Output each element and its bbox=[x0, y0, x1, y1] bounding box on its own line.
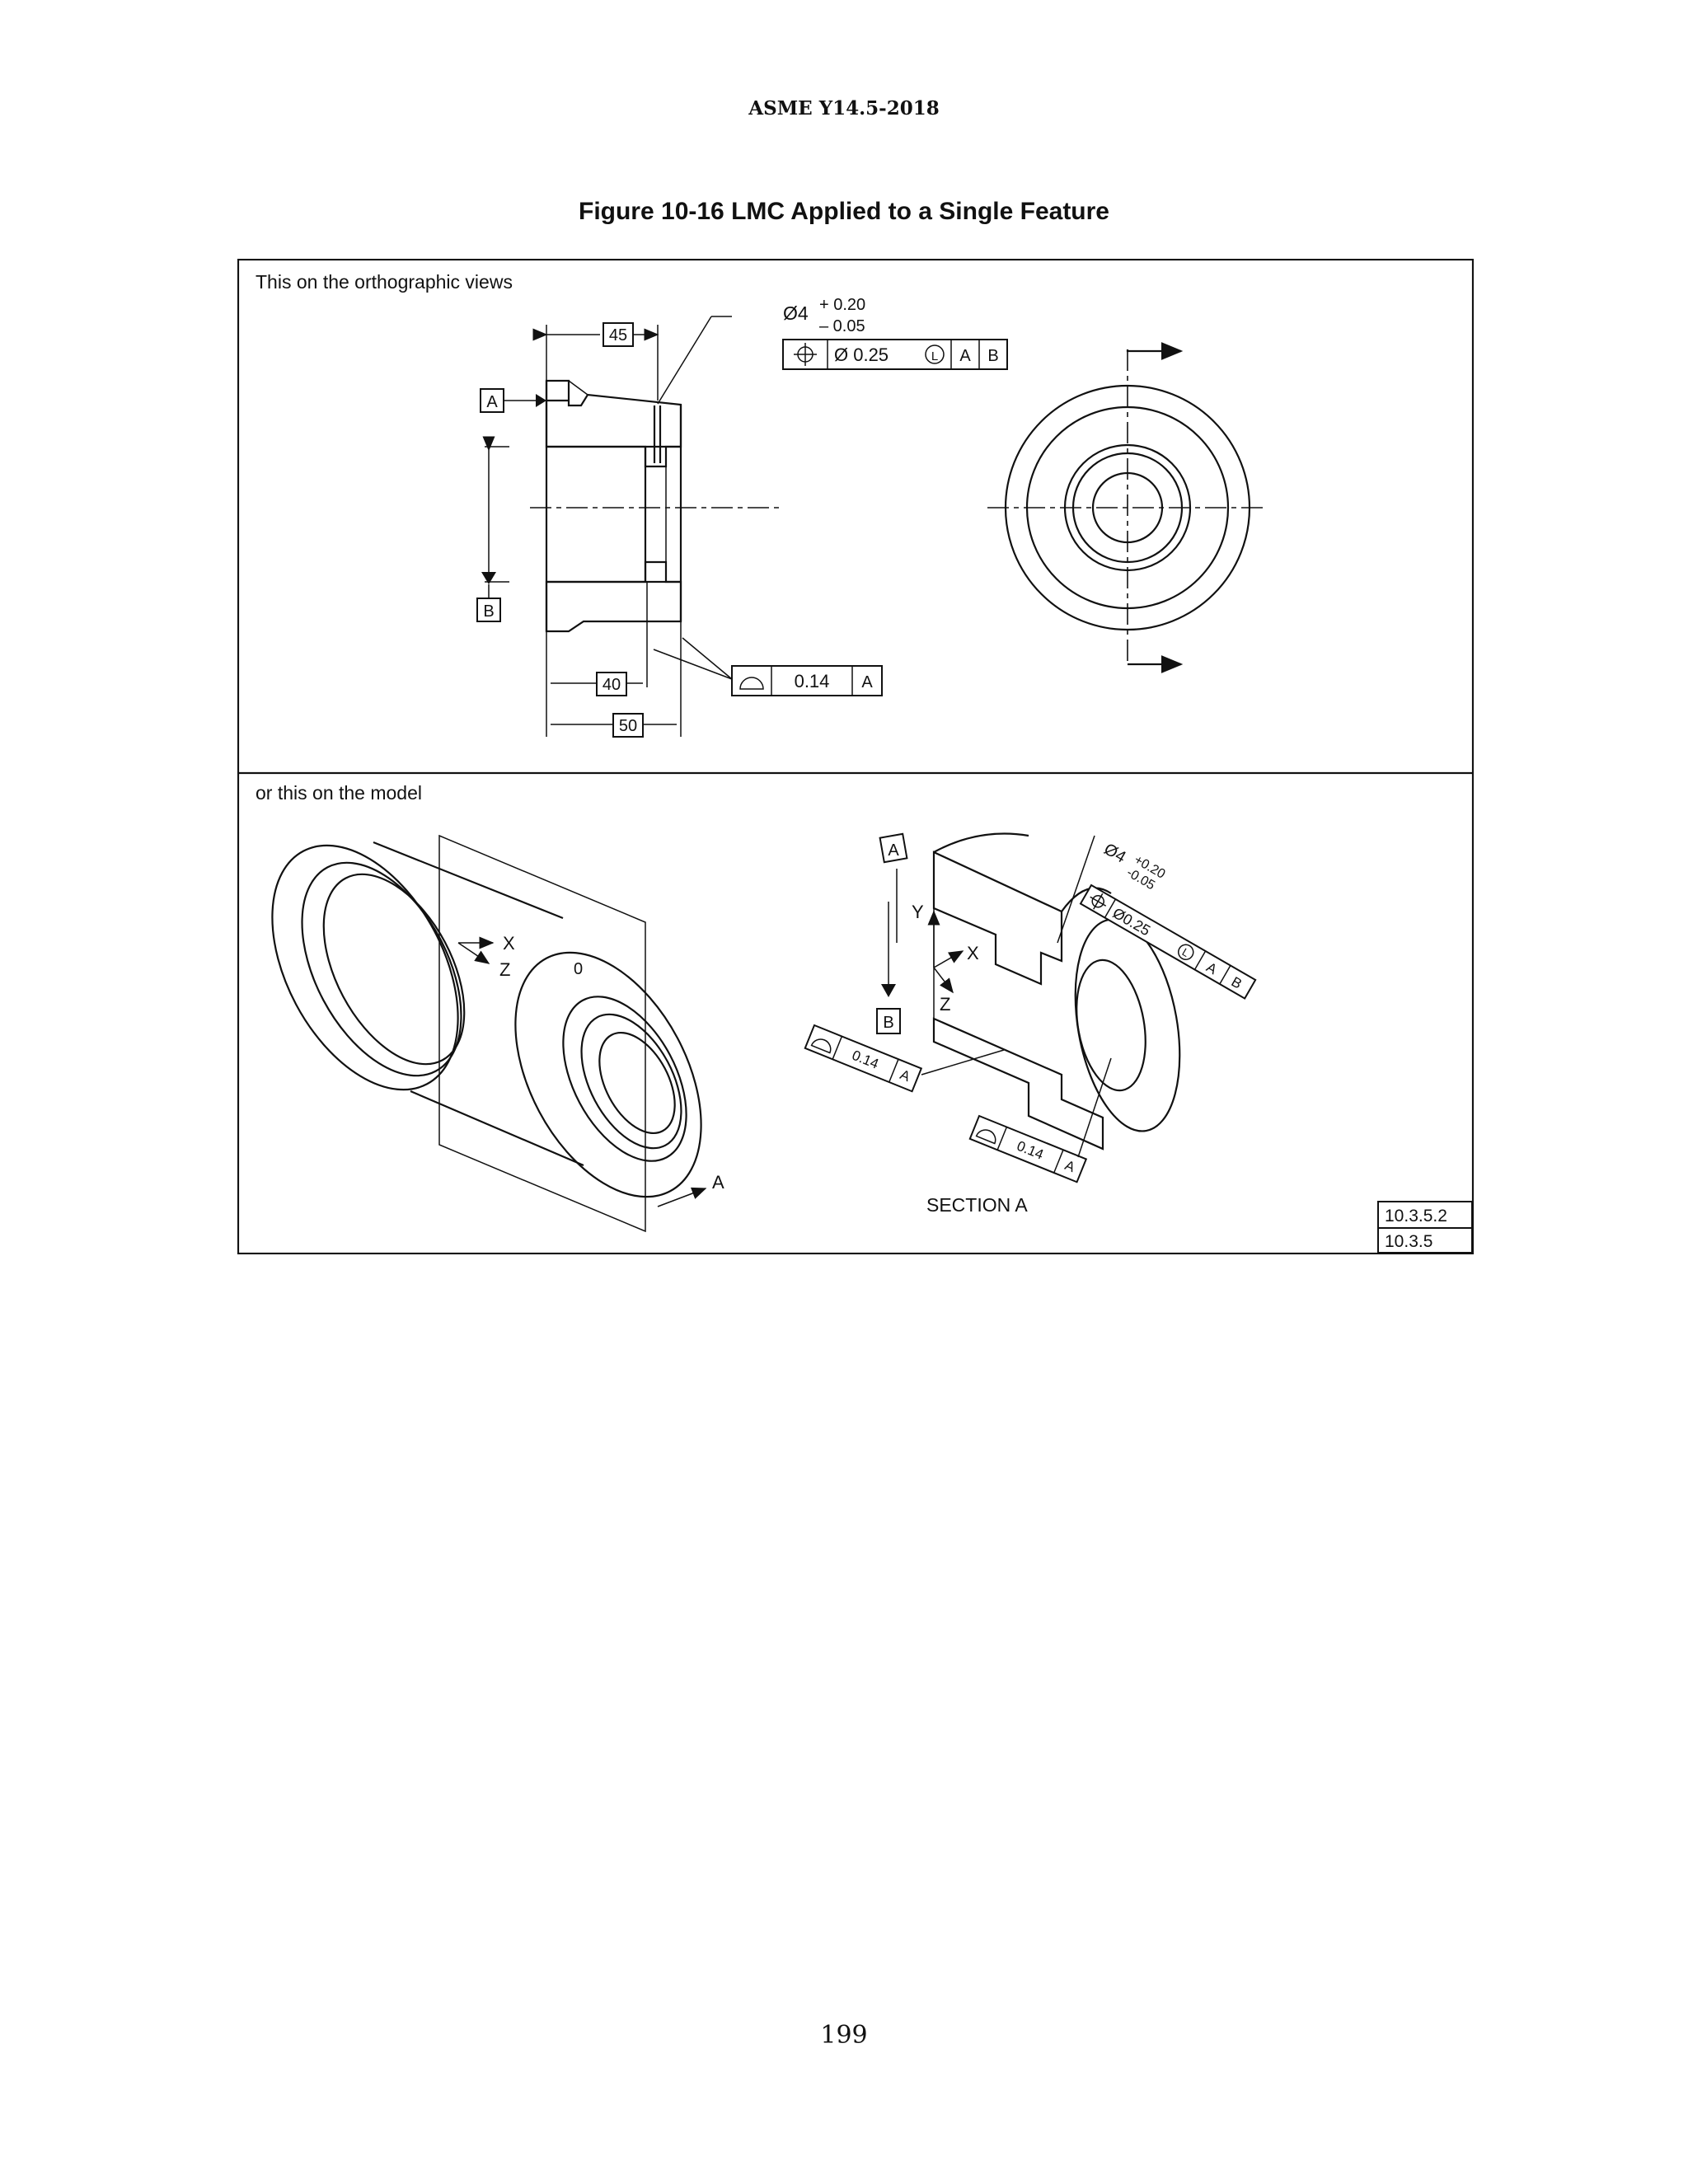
figure-title: Figure 10-16 LMC Applied to a Single Fea… bbox=[579, 198, 1109, 225]
figure-drawing: This on the orthographic views or this o… bbox=[237, 259, 1474, 1254]
section-datum-b: B bbox=[883, 1014, 893, 1032]
section-a-model: Y X Z A B Ø4 +0.20 -0.05 Ø0.25 L bbox=[804, 832, 1257, 1216]
iso-hole-mark: 0 bbox=[574, 960, 583, 978]
page-number: 199 bbox=[820, 2021, 868, 2050]
reference-2: 10.3.5 bbox=[1385, 1232, 1432, 1251]
bottom-panel-label: or this on the model bbox=[256, 782, 422, 804]
fcf-position-ortho-datum1: A bbox=[959, 347, 971, 365]
hole-callout-ortho: Ø4 + 0.20 – 0.05 bbox=[657, 296, 865, 405]
section-a-label: SECTION A bbox=[926, 1194, 1028, 1216]
section-axis-z: Z bbox=[940, 994, 950, 1015]
fcf-position-ortho: Ø 0.25 L A B bbox=[782, 339, 1008, 370]
iso-axis-x: X bbox=[503, 933, 515, 954]
section-arrow-label: A bbox=[712, 1172, 724, 1193]
dim-45-label: 45 bbox=[609, 326, 627, 344]
isometric-model: X Z 0 A bbox=[271, 834, 724, 1233]
datum-b-ortho: B bbox=[476, 436, 509, 622]
reference-1: 10.3.5.2 bbox=[1385, 1207, 1447, 1226]
fcf-position-ortho-tol: Ø 0.25 bbox=[834, 344, 889, 365]
fcf-position-ortho-datum2: B bbox=[987, 347, 998, 365]
dim-50-label: 50 bbox=[619, 717, 637, 735]
datum-a-ortho-label: A bbox=[486, 393, 498, 411]
dim-45: 45 bbox=[532, 322, 659, 401]
fcf-profile-ortho-tol: 0.14 bbox=[795, 671, 830, 691]
top-panel-label: This on the orthographic views bbox=[256, 271, 513, 293]
fcf-profile-ortho: 0.14 A bbox=[653, 637, 883, 696]
dim-40-50: 40 50 bbox=[546, 582, 682, 738]
reference-table: 10.3.5.2 10.3.5 bbox=[1377, 1201, 1473, 1254]
fcf-profile-ortho-datum: A bbox=[861, 673, 873, 691]
tol-minus-ortho: – 0.05 bbox=[819, 317, 865, 335]
datum-b-ortho-label: B bbox=[483, 602, 494, 621]
document-header: ASME Y14.5-2018 bbox=[748, 97, 940, 120]
section-hole-dia: Ø4 bbox=[1101, 840, 1129, 866]
iso-axis-z: Z bbox=[499, 959, 510, 980]
hole-dia-ortho: Ø4 bbox=[783, 302, 809, 324]
section-axis-x: X bbox=[967, 943, 979, 963]
section-axis-y: Y bbox=[912, 902, 924, 922]
datum-a-ortho: A bbox=[480, 388, 546, 413]
dim-40-label: 40 bbox=[603, 676, 621, 694]
fcf-position-ortho-mod: L bbox=[931, 349, 938, 363]
section-view bbox=[530, 379, 781, 633]
section-datum-a: A bbox=[888, 841, 899, 860]
end-view bbox=[987, 342, 1268, 673]
figure-frame bbox=[237, 259, 1474, 1254]
tol-plus-ortho: + 0.20 bbox=[819, 296, 865, 314]
